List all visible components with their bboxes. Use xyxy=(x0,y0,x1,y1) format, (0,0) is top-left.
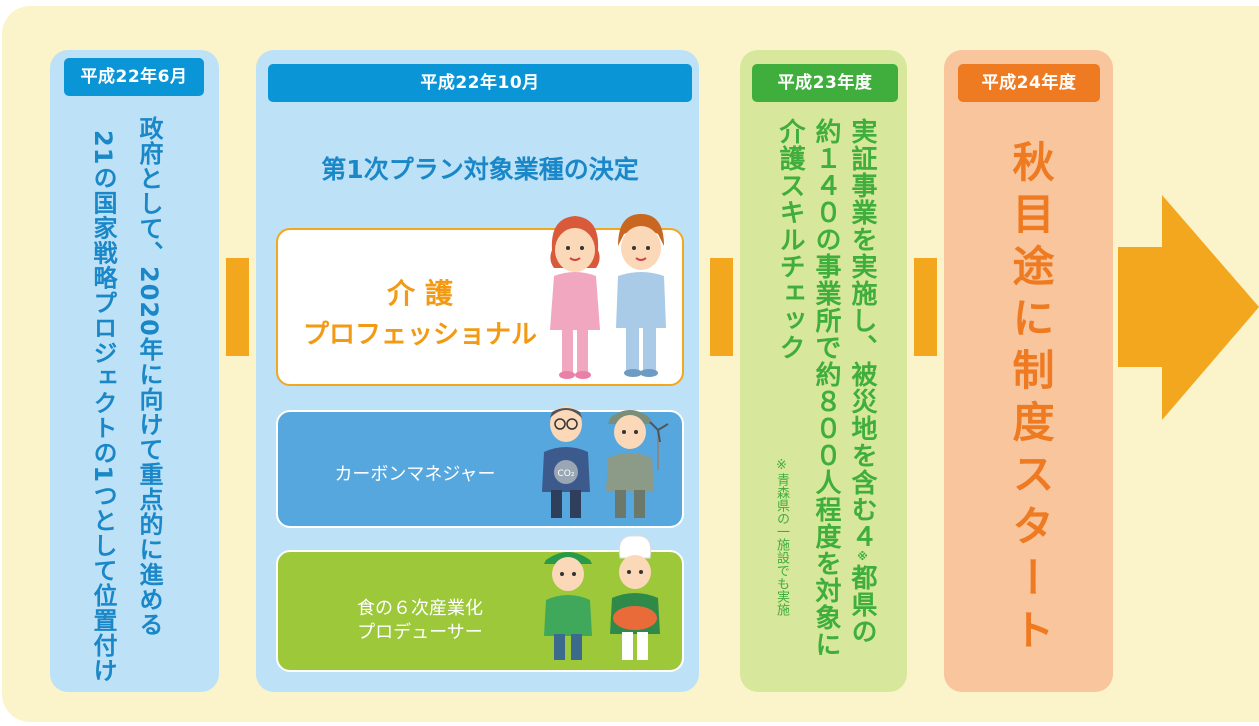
nurse-female-icon xyxy=(550,216,600,379)
stage4-text: 秋目途に制度スタート xyxy=(1006,140,1055,660)
stage4-date-tag: 平成24年度 xyxy=(958,64,1100,102)
stage2-heading: 第1次プラン対象業種の決定 xyxy=(321,155,639,184)
stage1-line-1: 政府として、2020年に向けて重点的に進める xyxy=(135,116,163,637)
stage3-line-1: 実証事業を実施し、被災地を含む４※都県の xyxy=(844,118,881,645)
stage3-column xyxy=(740,50,907,692)
stage3-date-tag: 平成23年度 xyxy=(752,64,898,102)
card-kaigo-label-1: 介 護 xyxy=(387,277,453,310)
stage3-note: ※青森県の一施設でも実施 xyxy=(774,458,789,616)
card-carbon-label: カーボンマネジャー xyxy=(334,464,496,485)
connector-1 xyxy=(226,258,249,356)
stage1-column xyxy=(50,50,219,692)
stage1-date-tag: 平成22年6月 xyxy=(64,58,204,96)
connector-2 xyxy=(710,258,733,356)
stage3-line-1-text: 実証事業を実施し、被災地を含む４ xyxy=(847,118,877,550)
stage1-line-2: 21の国家戦略プロジェクトの1つとして位置付け xyxy=(89,130,117,684)
stage2-date-tag: 平成22年10月 xyxy=(268,64,692,102)
chef-icon xyxy=(610,535,660,660)
stage3-superscript: ※ xyxy=(856,550,869,564)
carbon-badge: CO₂ xyxy=(558,469,575,479)
card-food-label-1: 食の６次産業化 xyxy=(357,598,483,619)
farmer-icon xyxy=(544,552,592,660)
stage3-line-3: 介護スキルチェック xyxy=(775,118,805,361)
card-kaigo-label-2: プロフェッショナル xyxy=(302,320,537,350)
stage3-line-1-tail: 都県の xyxy=(847,564,877,645)
stage3-line-2: 約１４０の事業所で約８００人程度を対象に xyxy=(811,118,841,658)
card-kaigo xyxy=(276,228,684,386)
nurse-male-icon xyxy=(616,214,666,377)
stage4-column xyxy=(944,50,1113,692)
manager-icon: CO₂ xyxy=(542,406,590,518)
card-food-label-2: プロデューサー xyxy=(357,622,483,643)
right-arrow-icon xyxy=(1118,195,1259,420)
worker-icon xyxy=(606,410,669,518)
connector-3 xyxy=(914,258,937,356)
